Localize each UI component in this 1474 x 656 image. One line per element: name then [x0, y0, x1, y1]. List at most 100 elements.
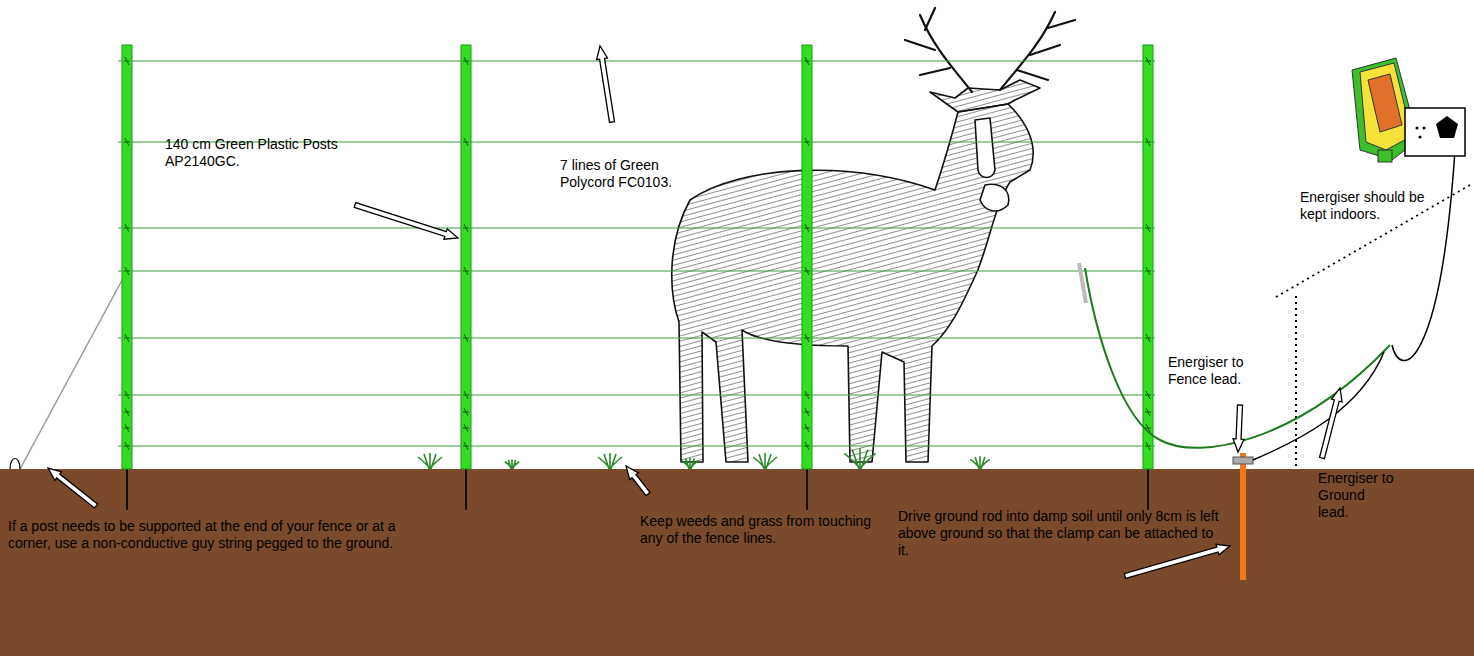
grass-tuft — [505, 459, 519, 469]
grass-tuft — [418, 453, 442, 469]
insulator-clip — [1145, 334, 1151, 342]
insulator-clip — [804, 442, 810, 450]
insulator-clip — [463, 424, 469, 432]
post-label: 140 cm Green Plastic Posts AP2140GC. — [165, 136, 375, 170]
drawing-part — [930, 80, 1040, 112]
ground-lead — [1253, 352, 1384, 460]
callout-arrow — [354, 203, 458, 240]
polycord-label: 7 lines of Green Polycord FC0103. — [560, 157, 710, 191]
insulator-clip — [1145, 267, 1151, 275]
drawing-part — [1295, 296, 1297, 467]
callout-arrow — [626, 466, 650, 496]
drawing-part — [905, 8, 1075, 92]
ground-lead-label: Energiser to Ground lead. — [1318, 470, 1398, 520]
drawing-part — [1017, 70, 1048, 80]
post-spike — [465, 469, 467, 510]
callout-arrows — [48, 46, 1342, 578]
insulator-clip — [1145, 57, 1151, 65]
drawing-part — [1368, 74, 1402, 132]
polycord-line — [118, 395, 1155, 396]
lead-clip — [1079, 263, 1086, 303]
callout-arrow — [48, 468, 98, 508]
wall-socket — [1405, 108, 1465, 156]
guy-string — [20, 271, 127, 469]
insulator-clip — [804, 334, 810, 342]
polycord-line — [118, 338, 1155, 339]
plastic-post — [122, 45, 132, 469]
drawing-part — [925, 8, 935, 30]
insulator-clip — [124, 57, 130, 65]
insulator-clip — [804, 224, 810, 232]
grass-tuft — [844, 448, 875, 469]
drawing-part — [1048, 20, 1075, 28]
indoors-note: Energiser should be kept indoors. — [1300, 189, 1430, 223]
insulator-clip — [804, 391, 810, 399]
insulator-clip — [463, 391, 469, 399]
drawing-part — [1030, 45, 1060, 55]
insulator-clip — [804, 57, 810, 65]
insulator-clip — [124, 224, 130, 232]
post-spike — [1147, 469, 1149, 510]
drawing-part — [1416, 127, 1419, 130]
insulator-clip — [463, 57, 469, 65]
insulator-clip — [804, 424, 810, 432]
guy-peg — [10, 459, 20, 470]
insulator-clip — [1145, 138, 1151, 146]
insulator-clip — [463, 408, 469, 416]
insulator-clip — [463, 267, 469, 275]
insulator-clip — [463, 442, 469, 450]
plastic-post — [461, 45, 471, 469]
drawing-part — [1419, 136, 1422, 139]
grass-tuft — [682, 458, 699, 469]
grass-tuft — [753, 453, 777, 469]
post-spike — [806, 469, 808, 510]
polycord-line — [118, 271, 1155, 272]
plastic-post — [1143, 45, 1153, 469]
callout-arrow — [597, 46, 615, 122]
drawing-part — [980, 184, 1009, 211]
fence-lead-label: Energiser to Fence lead. — [1168, 354, 1254, 388]
insulator-clip — [1145, 408, 1151, 416]
drawing-part — [1000, 12, 1055, 90]
insulator-clip — [463, 138, 469, 146]
drawing-part — [1436, 116, 1458, 138]
house-outline — [1276, 185, 1470, 467]
insulator-clip — [124, 408, 130, 416]
weeds-note: Keep weeds and grass from touching any o… — [640, 513, 875, 547]
drawing-part — [905, 40, 935, 50]
insulator-clip — [804, 138, 810, 146]
drawing-part — [975, 118, 995, 178]
callout-arrow — [1233, 405, 1244, 452]
ground-rod-note: Drive ground rod into damp soil until on… — [898, 508, 1223, 558]
grass-tuft — [970, 456, 989, 469]
insulator-clip — [804, 267, 810, 275]
drawing-part — [1378, 150, 1392, 162]
rod-clamp — [1233, 457, 1253, 464]
ground-rod — [1240, 453, 1246, 580]
power-cord — [1392, 150, 1455, 361]
insulator-clip — [124, 334, 130, 342]
polycord-line — [118, 61, 1155, 62]
polycord-line — [118, 228, 1155, 229]
grass-tuft — [598, 453, 622, 469]
insulator-clip — [1145, 224, 1151, 232]
drawing-part — [1423, 127, 1426, 130]
grass-tufts — [418, 448, 990, 469]
drawing-part — [1276, 185, 1470, 297]
callout-arrow — [1320, 388, 1343, 459]
insulator-clip — [463, 224, 469, 232]
insulator-clip — [124, 267, 130, 275]
insulator-clip — [1145, 391, 1151, 399]
ground — [0, 469, 1474, 656]
drawing-part — [672, 104, 1033, 462]
fence — [118, 45, 1155, 510]
insulator-clip — [124, 442, 130, 450]
drawing-part — [920, 15, 972, 92]
plastic-post — [802, 45, 812, 469]
guy-string-note: If a post needs to be supported at the e… — [8, 518, 426, 552]
callout-arrow — [1124, 544, 1230, 578]
insulator-clip — [463, 334, 469, 342]
insulator-clip — [1145, 442, 1151, 450]
deer-figure — [672, 8, 1075, 462]
